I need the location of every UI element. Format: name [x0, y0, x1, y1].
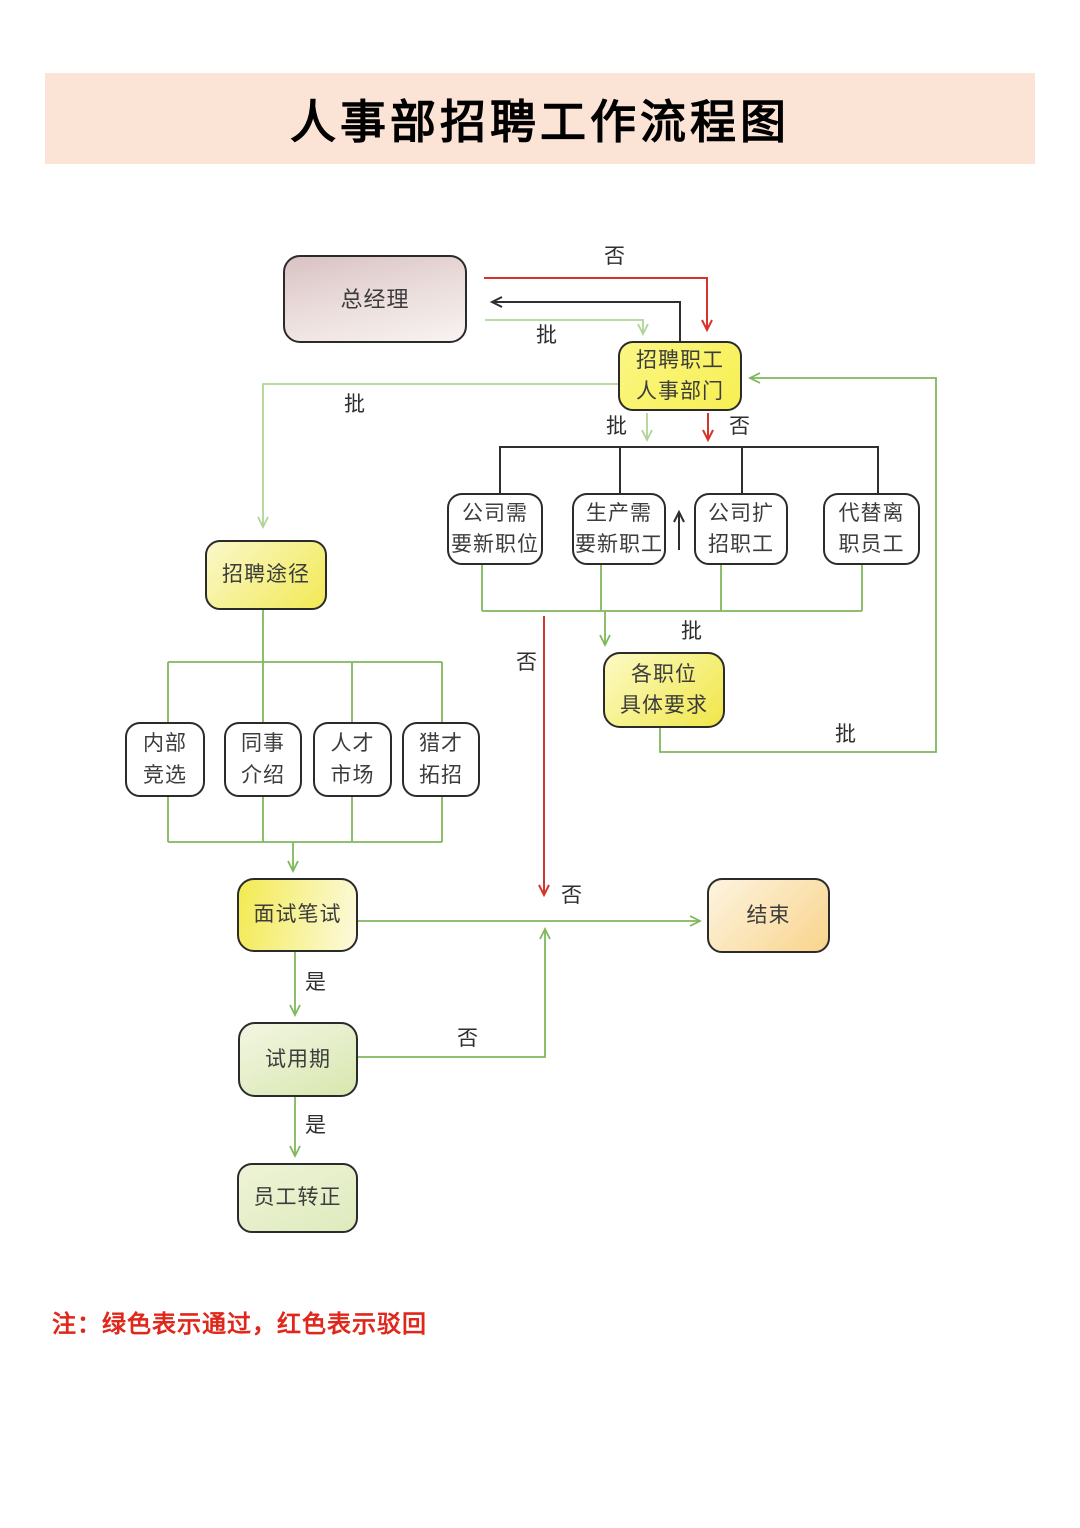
node-headhunting: 猎才 拓招 — [402, 722, 480, 797]
edge-label-no-probation: 否 — [457, 1027, 478, 1050]
node-employee-regularization: 员工转正 — [237, 1163, 358, 1233]
node-label-line2: 市场 — [330, 763, 375, 787]
node-need-new-position: 公司需 要新职位 — [447, 493, 543, 565]
edge-label-no-center: 否 — [516, 651, 537, 674]
node-label-line2: 竞选 — [143, 763, 187, 787]
wire-reasons-connector — [499, 446, 879, 493]
node-position-requirements: 各职位 具体要求 — [603, 652, 725, 728]
node-label-line1: 招聘职工 — [636, 348, 724, 372]
wire-reasons-bottom-bus — [481, 565, 863, 612]
node-label-line1: 人才 — [330, 732, 375, 755]
edge-label-no-hr-down: 否 — [729, 415, 750, 438]
node-label-line1: 猎才 — [419, 732, 463, 755]
edge-label-no-gm-to-hr: 否 — [604, 245, 625, 268]
node-label-line2: 具体要求 — [620, 694, 708, 717]
node-interview-written-test: 面试笔试 — [237, 878, 358, 952]
node-label-line2: 招职工 — [708, 533, 774, 556]
node-label-line1: 公司扩 — [708, 501, 774, 525]
node-hr-department: 招聘职工 人事部门 — [618, 341, 742, 411]
node-label-line1: 代替离 — [838, 501, 905, 525]
node-end: 结束 — [707, 878, 830, 953]
page-title: 人事部招聘工作流程图 — [290, 95, 790, 148]
edge-label-approve-requirements-to-hr: 批 — [835, 723, 856, 746]
node-production-needs: 生产需 要新职工 — [572, 493, 666, 565]
wire-hr-to-gm-black — [489, 296, 681, 341]
node-label-line2: 要新职工 — [575, 533, 663, 556]
node-probation: 试用期 — [238, 1022, 358, 1097]
node-recruitment-channels: 招聘途径 — [205, 540, 327, 610]
edge-label-approve-hr-to-gm: 批 — [536, 324, 557, 347]
node-label: 试用期 — [265, 1047, 331, 1071]
node-label-line1: 同事 — [241, 732, 285, 755]
node-label-line1: 各职位 — [631, 662, 697, 686]
node-label: 总经理 — [340, 286, 410, 312]
edge-label-approve-hr-down: 批 — [606, 415, 627, 438]
wire-hr-approve-to-channels — [257, 383, 618, 530]
wire-gm-no-to-hr — [484, 277, 713, 333]
wire-gm-approve-to-hr — [485, 319, 649, 337]
title-banner: 人事部招聘工作流程图 — [45, 73, 1035, 164]
node-label: 招聘途径 — [222, 563, 310, 587]
node-replace-leaving: 代替离 职员工 — [823, 493, 920, 565]
wire-channels-top-bus — [167, 610, 443, 722]
node-talent-market: 人才 市场 — [313, 722, 392, 797]
edge-label-yes-to-regular: 是 — [305, 1114, 326, 1137]
node-label: 员工转正 — [253, 1186, 342, 1210]
node-label-line2: 介绍 — [241, 763, 285, 787]
node-company-expansion: 公司扩 招职工 — [694, 493, 788, 565]
edge-label-no-to-end: 否 — [561, 884, 582, 907]
node-label-line2: 职员工 — [838, 533, 905, 556]
node-label: 结束 — [746, 903, 791, 927]
wire-channels-bottom-bus — [167, 797, 443, 843]
node-label-line2: 人事部门 — [636, 380, 724, 403]
edge-label-approve-to-requirements: 批 — [681, 620, 702, 643]
node-label: 面试笔试 — [253, 903, 342, 927]
wire-requirements-return-to-hr — [659, 372, 937, 753]
edge-label-yes-to-probation: 是 — [305, 971, 326, 994]
node-label-line1: 公司需 — [462, 501, 528, 525]
node-label-line1: 生产需 — [586, 501, 652, 525]
legend-note: 注：绿色表示通过，红色表示驳回 — [52, 1311, 427, 1338]
node-general-manager: 总经理 — [283, 255, 467, 343]
node-label-line2: 要新职位 — [451, 533, 539, 556]
node-label-line2: 拓招 — [419, 763, 463, 787]
node-colleague-referral: 同事 介绍 — [224, 722, 302, 797]
wire-probation-no-up — [358, 926, 551, 1058]
node-internal-competition: 内部 竞选 — [125, 722, 205, 797]
node-label-line1: 内部 — [143, 732, 187, 755]
edge-label-approve-hr-to-channels: 批 — [344, 393, 365, 416]
